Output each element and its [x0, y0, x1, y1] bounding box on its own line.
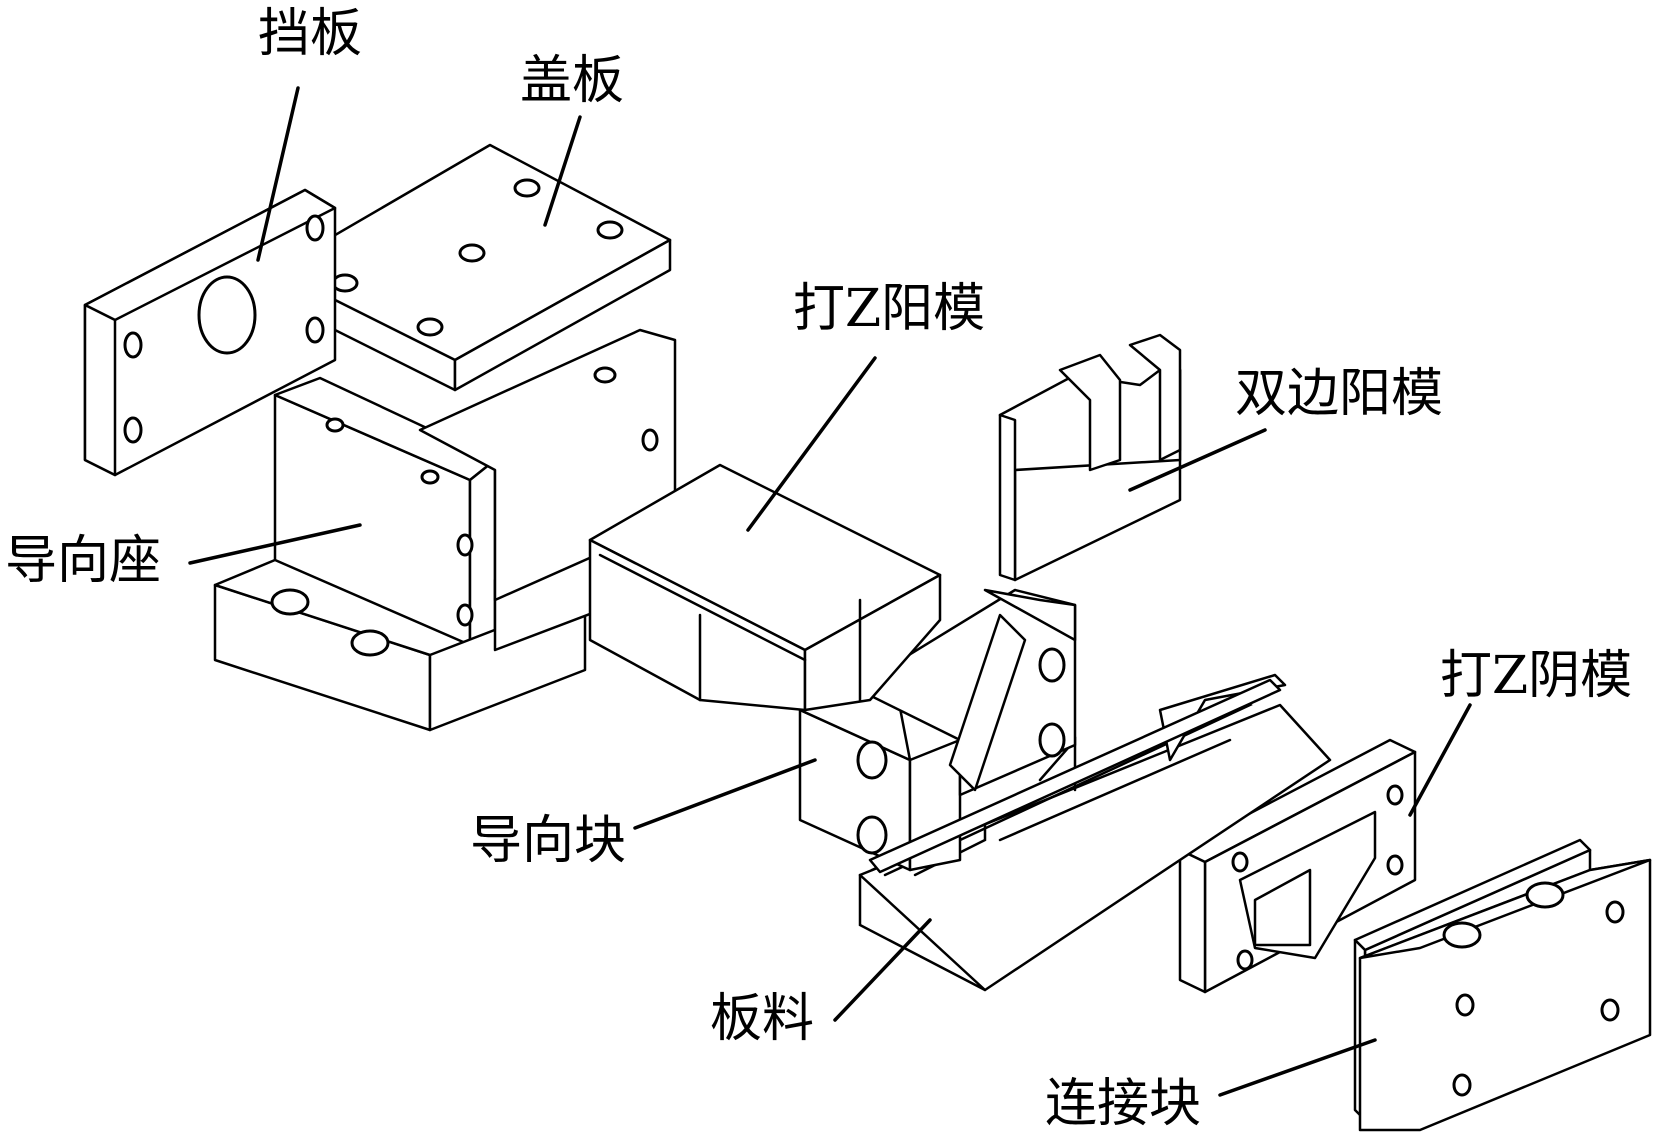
baffle-leader-line: [256, 86, 300, 262]
z-die-leader-line: [1408, 703, 1472, 817]
baffle-part: [83, 188, 337, 477]
double-side-punch-part: [998, 333, 1182, 582]
guide-block-leader-line: [633, 758, 817, 830]
cover-plate-label: 盖板: [520, 51, 625, 111]
leader-lines: [188, 86, 1472, 1097]
double-side-punch-label: 双边阳模: [1235, 364, 1444, 424]
guide-seat-leader-line: [188, 523, 362, 565]
connecting-block-leader-line: [1218, 1038, 1377, 1097]
cover-plate-leader-line: [543, 115, 582, 227]
sheet-material-leader-line: [833, 918, 932, 1022]
z-punch-part: [588, 463, 942, 712]
guide-block-part: [798, 588, 1282, 874]
guide-block-label: 导向块: [470, 811, 627, 871]
z-punch-label: 打Z阳模: [793, 279, 986, 339]
baffle-label: 挡板: [258, 4, 363, 64]
connecting-block-label: 连接块: [1045, 1074, 1202, 1134]
guide-seat-label: 导向座: [5, 531, 162, 591]
connecting-block-part: [1353, 838, 1652, 1132]
z-die-label: 打Z阴模: [1440, 646, 1633, 706]
z-die-part: [1178, 738, 1417, 994]
sheet-material-label: 板料: [710, 989, 815, 1049]
double-side-punch-leader-line: [1128, 428, 1267, 492]
z-punch-leader-line: [746, 356, 877, 532]
